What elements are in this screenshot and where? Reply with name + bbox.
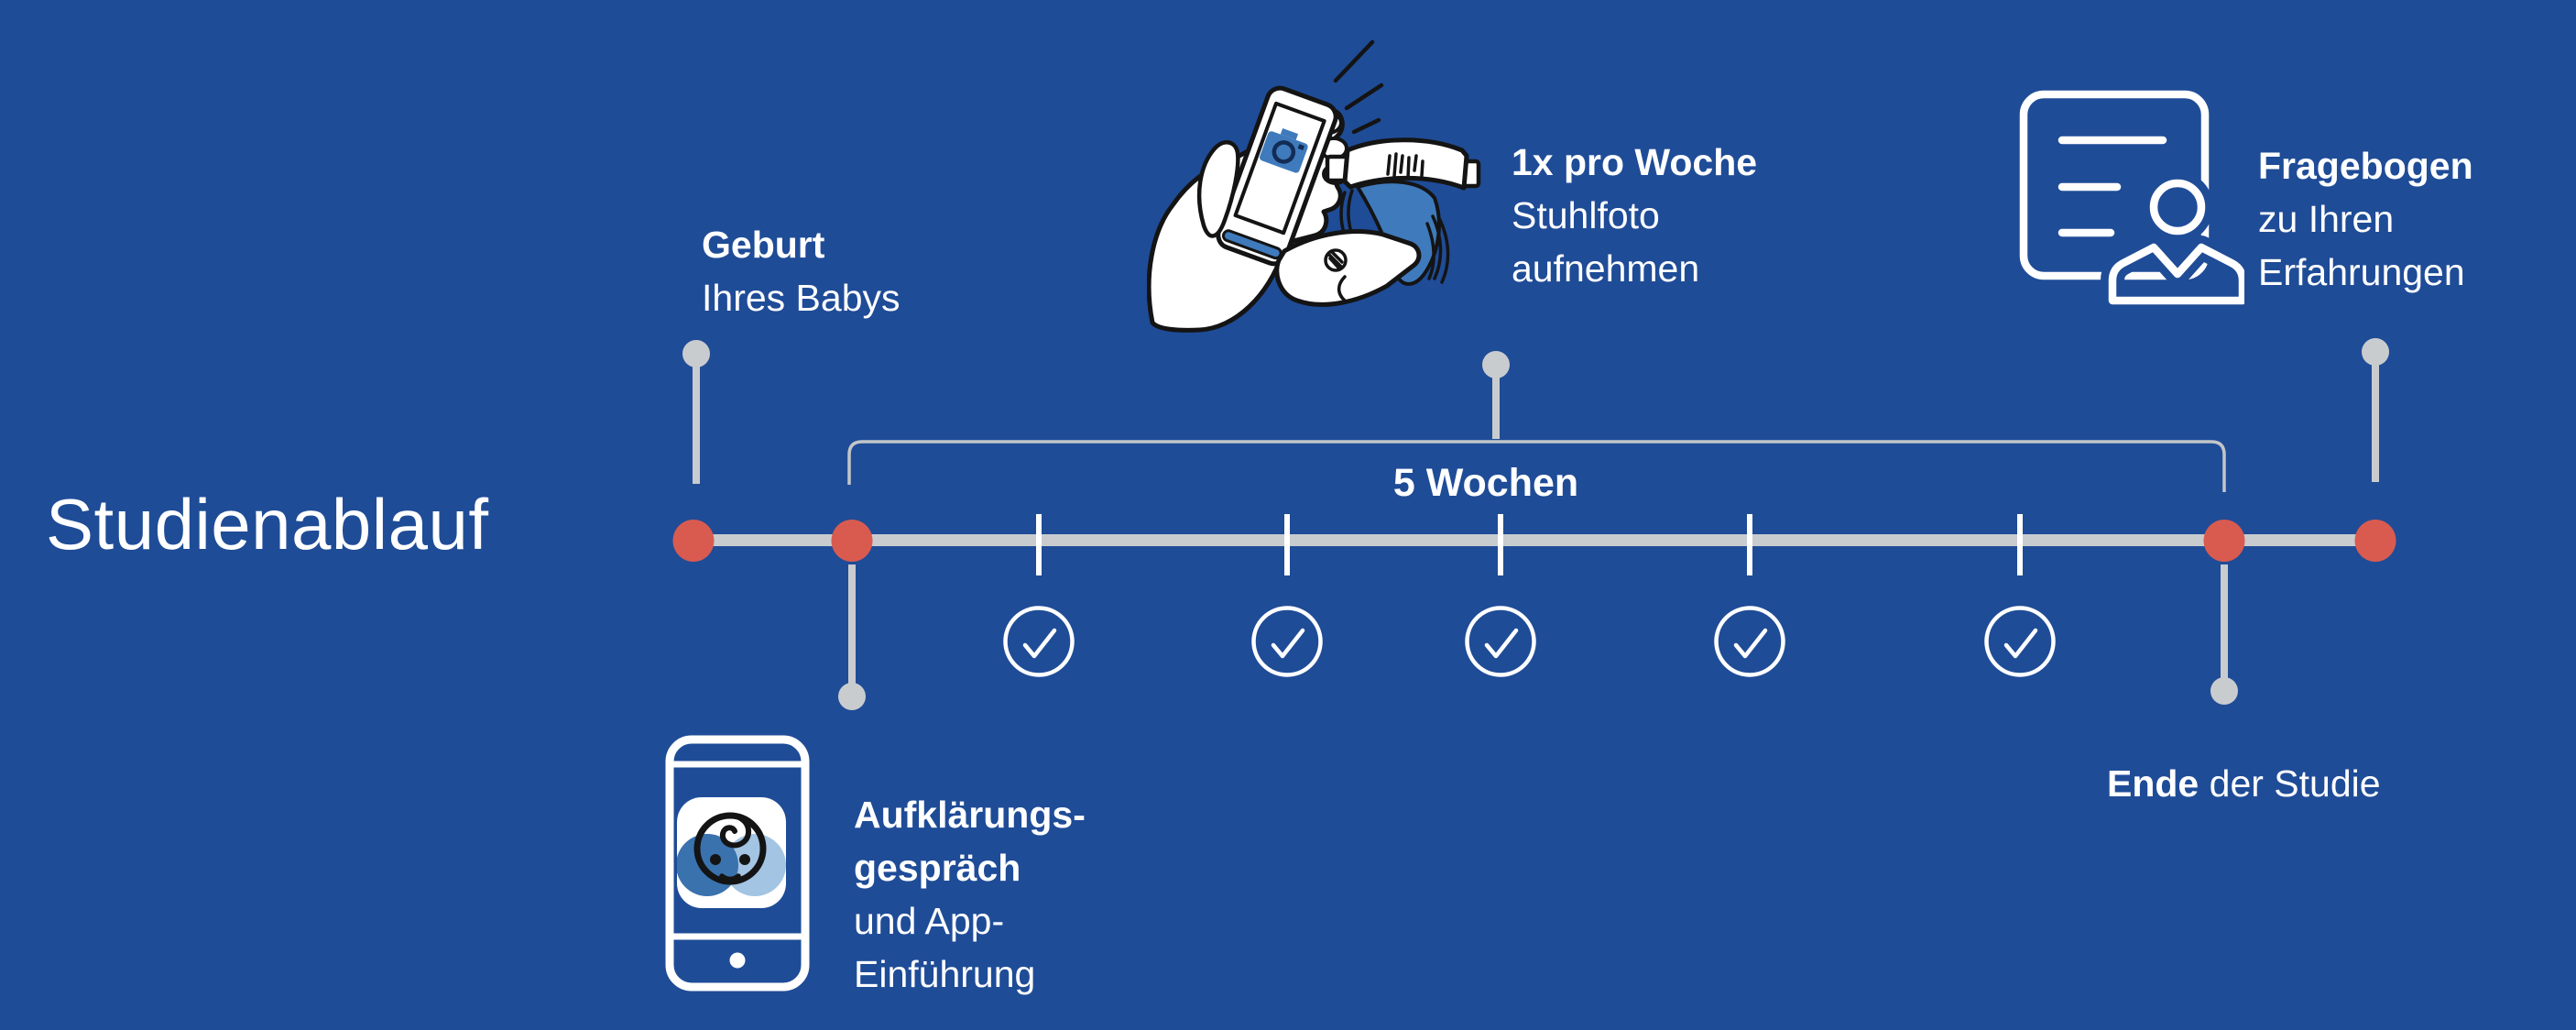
person-shoulders <box>2108 243 2244 305</box>
label-line: Stuhlfoto <box>1512 194 1660 236</box>
milestone-label-birth: Geburt Ihres Babys <box>702 218 901 324</box>
milestone-dot-birth <box>672 520 715 562</box>
milestone-dot-questionnaire <box>2354 520 2396 562</box>
baby-eye <box>710 854 721 865</box>
baby-eye <box>739 854 750 865</box>
camera-phone <box>1216 85 1338 267</box>
baby-face <box>693 812 767 885</box>
week-tick <box>1284 514 1290 575</box>
phone-outline <box>665 735 810 992</box>
diaper-waistband <box>1342 137 1469 191</box>
label-line: gespräch <box>854 847 1021 889</box>
milestone-label-end: Ende der Studie <box>2107 757 2381 810</box>
label-line: Erfahrungen <box>2258 251 2465 293</box>
diaper-front-details <box>1324 248 1348 302</box>
birth-dot <box>682 340 710 367</box>
camera-icon <box>1260 127 1308 173</box>
baby-smile <box>719 873 741 882</box>
end-dot <box>2210 677 2238 705</box>
diaper-texture-marks <box>1386 152 1424 180</box>
timeline-bar <box>674 534 2394 546</box>
flash-lines-icon <box>1333 39 1384 135</box>
person-halo <box>2101 171 2244 310</box>
photo-dot <box>1482 351 1510 378</box>
weeks-bracket-label: 5 Wochen <box>1392 461 1579 505</box>
week-tick <box>2017 514 2023 575</box>
person-icon <box>2108 179 2244 305</box>
label-line: zu Ihren <box>2258 198 2395 240</box>
milestone-dot-start <box>831 520 873 562</box>
milestone-dots <box>672 520 2396 562</box>
week-tick <box>1036 514 1042 575</box>
milestone-dot-end <box>2203 520 2245 562</box>
label-line: Aufklärungs- <box>854 794 1086 836</box>
weeks-bracket <box>847 440 2226 492</box>
page-title: Studienablauf <box>46 484 489 564</box>
diaper-front <box>1274 229 1422 307</box>
label-segment: der Studie <box>2199 762 2381 805</box>
label-line: Ihres Babys <box>702 277 901 319</box>
thumb <box>1196 140 1240 238</box>
weekly-checks <box>1003 606 2056 677</box>
document-person-icon <box>2019 90 2244 310</box>
label-line: 1x pro Woche <box>1512 141 1758 183</box>
milestone-label-onboarding: Aufklärungs- gespräch und App- Einführun… <box>854 788 1086 1001</box>
connector-dots <box>682 338 2389 710</box>
diaper <box>1274 137 1481 307</box>
week-tick <box>1747 514 1752 575</box>
label-line: Fragebogen <box>2258 145 2473 187</box>
week-check-icon <box>1251 606 1323 677</box>
phone-screen <box>1233 101 1326 236</box>
diaper-ruffles <box>1339 189 1450 284</box>
label-segment: Ende <box>2107 762 2199 805</box>
week-check-icon <box>1984 606 2056 677</box>
label-line: und App- <box>854 900 1005 942</box>
label-line: Geburt <box>702 224 825 266</box>
home-button <box>729 952 746 969</box>
week-check-icon <box>1714 606 1785 677</box>
smartphone-baby-app-icon <box>665 735 810 992</box>
week-check-icon <box>1465 606 1536 677</box>
document-text-lines <box>2058 136 2167 237</box>
milestone-label-questionnaire: Fragebogen zu Ihren Erfahrungen <box>2258 139 2473 299</box>
questionnaire-dot <box>2362 338 2389 366</box>
onboarding-dot <box>838 683 866 710</box>
label-line: Einführung <box>854 953 1036 995</box>
connector-stems <box>693 357 2379 684</box>
label-line: aufnehmen <box>1512 247 1700 290</box>
person-head <box>2149 179 2206 236</box>
week-check-icon <box>1003 606 1075 677</box>
milestone-label-photo: 1x pro Woche Stuhlfoto aufnehmen <box>1512 136 1757 295</box>
baby-hair-curl <box>719 813 752 849</box>
hand-phone-diaper-illustration <box>1147 39 1481 333</box>
week-ticks <box>1036 514 2023 575</box>
week-tick <box>1498 514 1503 575</box>
